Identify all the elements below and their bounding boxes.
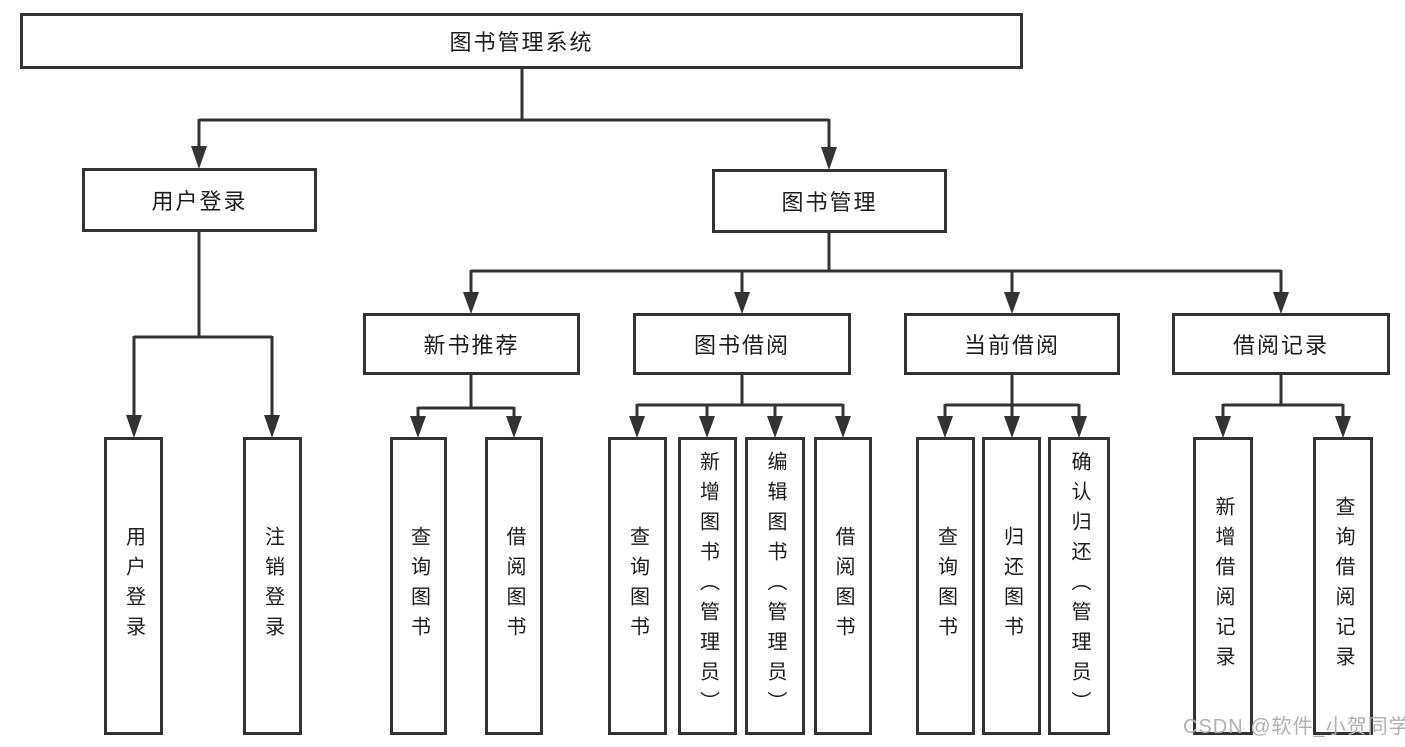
node-borrow-books: 借阅图书 [814,437,872,735]
node-label: 确认归还（管理员） [1068,451,1090,721]
csdn-watermark: CSDN @软件_小贺同学 [1183,716,1405,738]
node-current-borrowing: 当前借阅 [904,313,1120,375]
node-book-management: 图书管理 [712,169,947,233]
node-label: 借阅图书 [503,526,525,646]
connector-book-mgmt-level3 [463,233,1289,314]
connector-user-login-children [126,232,280,438]
node-add-books-admin: 新增图书（管理员） [678,437,737,735]
arrow-down-icon [734,292,750,314]
arrow-down-icon [767,416,783,438]
node-borrowing-records: 借阅记录 [1172,313,1390,375]
connector-current-borrow-children [937,375,1087,438]
arrow-down-icon [463,292,479,314]
node-query-books-borrow: 查询图书 [608,437,667,735]
node-new-book-recommendation: 新书推荐 [363,313,580,375]
node-query-books-rec: 查询图书 [390,437,447,735]
arrow-down-icon [1071,416,1087,438]
node-book-borrowing: 图书借阅 [633,313,851,375]
arrow-down-icon [506,416,522,438]
node-borrow-books-rec: 借阅图书 [485,437,543,735]
node-user-login: 用户登录 [82,168,317,232]
node-edit-books-admin: 编辑图书（管理员） [745,437,805,735]
arrow-down-icon [1273,292,1289,314]
arrow-down-icon [264,415,280,438]
node-label: 查询借阅记录 [1332,496,1354,676]
arrow-down-icon [699,416,715,438]
arrow-down-icon [410,416,426,438]
node-confirm-return-admin: 确认归还（管理员） [1048,437,1110,735]
node-label: 借阅图书 [832,526,854,646]
node-label: 新增图书（管理员） [696,451,719,721]
connector-borrow-record-children [1215,375,1351,438]
node-label: 查询图书 [407,526,430,646]
node-label: 用户登录 [122,526,145,646]
node-label: 编辑图书（管理员） [764,451,786,721]
arrow-down-icon [821,147,837,170]
arrow-down-icon [191,146,207,169]
arrow-down-icon [629,416,645,438]
node-label: 查询图书 [934,526,957,646]
node-user-login-leaf: 用户登录 [104,437,163,735]
arrow-down-icon [835,416,851,438]
node-query-borrow-record: 查询借阅记录 [1313,437,1373,735]
connector-root-to-level2 [191,68,837,170]
node-add-borrow-record: 新增借阅记录 [1193,437,1253,735]
node-label: 新增借阅记录 [1212,496,1234,676]
node-label: 归还图书 [1000,526,1023,646]
connector-new-book-rec-children [410,375,522,438]
arrow-down-icon [1215,416,1231,438]
arrow-down-icon [1335,416,1351,438]
node-logout: 注销登录 [243,437,302,735]
node-return-books: 归还图书 [982,437,1041,735]
node-label: 注销登录 [261,526,284,646]
node-root-library-system: 图书管理系统 [20,13,1023,69]
node-query-books-current: 查询图书 [916,437,975,735]
arrow-down-icon [126,415,142,438]
arrow-down-icon [937,416,953,438]
arrow-down-icon [1004,292,1020,314]
arrow-down-icon [1004,416,1020,438]
node-label: 查询图书 [626,526,649,646]
connector-book-borrow-children [629,375,851,438]
